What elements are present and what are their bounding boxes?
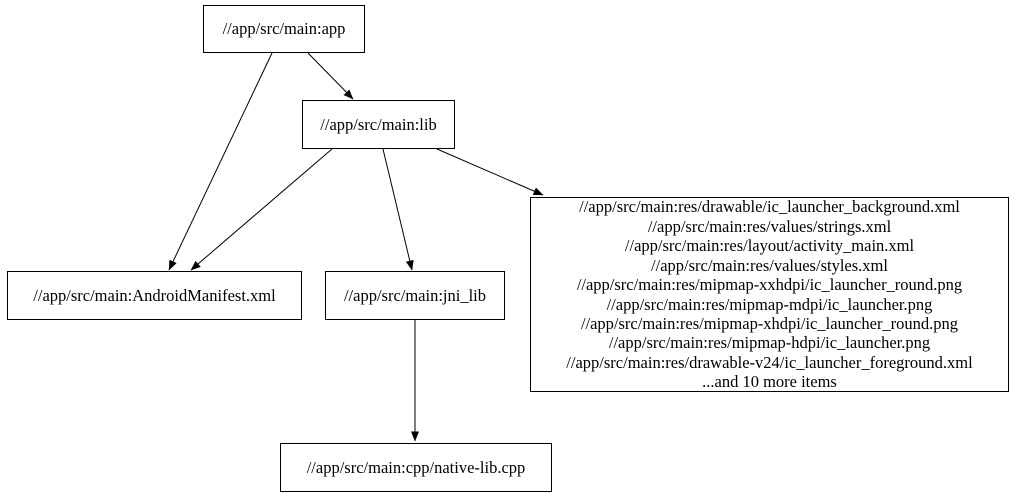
node-lib-target: //app/src/main:lib (302, 100, 455, 149)
resource-line: //app/src/main:res/mipmap-xxhdpi/ic_laun… (576, 275, 963, 295)
node-android-manifest-label: //app/src/main:AndroidManifest.xml (33, 285, 276, 305)
edge-lib-to-resources (436, 148, 544, 196)
resource-line: //app/src/main:res/values/strings.xml (647, 216, 892, 236)
edge-lib-to-jni-lib (382, 148, 414, 271)
node-app-target: //app/src/main:app (203, 5, 365, 53)
edge-app-to-lib (307, 52, 354, 100)
resource-line: //app/src/main:res/drawable/ic_launcher_… (579, 197, 960, 217)
resource-more-items-line: ...and 10 more items (702, 372, 837, 392)
edge-app-to-manifest (168, 52, 273, 271)
resource-line: //app/src/main:res/mipmap-xhdpi/ic_launc… (580, 313, 959, 333)
node-native-lib-cpp-label: //app/src/main:cpp/native-lib.cpp (306, 457, 526, 477)
resource-line: //app/src/main:res/values/styles.xml (651, 255, 888, 275)
node-android-manifest: //app/src/main:AndroidManifest.xml (7, 271, 302, 320)
node-app-label: //app/src/main:app (222, 19, 346, 39)
node-lib-label: //app/src/main:lib (320, 114, 437, 134)
resource-line: //app/src/main:res/mipmap-hdpi/ic_launch… (608, 333, 931, 353)
resource-line: //app/src/main:res/mipmap-mdpi/ic_launch… (606, 294, 933, 314)
node-native-lib-cpp: //app/src/main:cpp/native-lib.cpp (280, 443, 552, 492)
node-resources-group: //app/src/main:res/drawable/ic_launcher_… (530, 197, 1009, 392)
node-jni-lib-label: //app/src/main:jni_lib (343, 285, 487, 305)
resource-line: //app/src/main:res/layout/activity_main.… (624, 236, 915, 256)
resource-line: //app/src/main:res/drawable-v24/ic_launc… (566, 352, 973, 372)
node-jni-lib: //app/src/main:jni_lib (325, 271, 505, 320)
edge-lib-to-manifest (190, 148, 333, 271)
